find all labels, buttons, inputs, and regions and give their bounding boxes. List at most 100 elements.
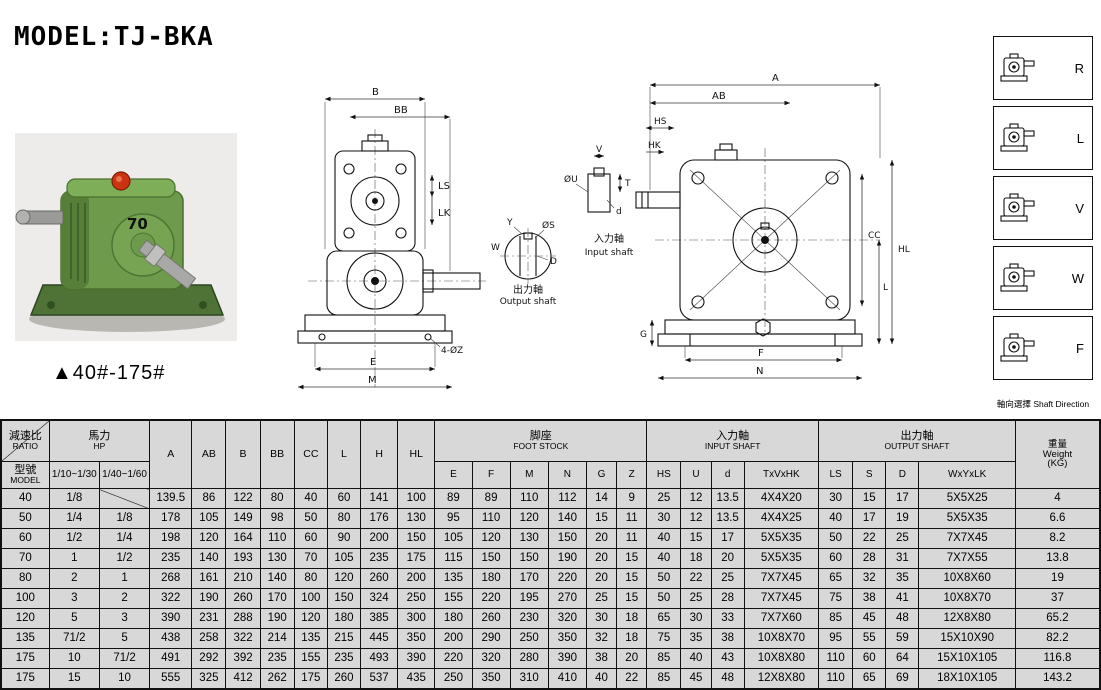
table-cell: 190 — [547, 548, 587, 569]
gearbox-icon — [1000, 193, 1035, 222]
dim-label-l: L — [883, 283, 888, 293]
table-cell: 445 — [360, 628, 399, 649]
dim-label-hl: HL — [898, 245, 910, 255]
table-cell: 231 — [191, 608, 227, 629]
table-cell: 200 — [360, 528, 399, 549]
table-cell: 110 — [818, 648, 854, 669]
col-header-b: B — [225, 419, 261, 489]
table-cell: 260 — [225, 588, 261, 609]
shaft-direction-label: F — [1076, 340, 1084, 356]
table-cell: 150 — [326, 588, 362, 609]
product-photo: 70 — [15, 133, 237, 341]
table-cell: 100 — [397, 488, 436, 509]
table-cell: 5X5X35 — [743, 548, 820, 569]
table-cell: 215 — [326, 628, 362, 649]
table-cell: 15X10X105 — [918, 648, 1016, 669]
shaft-direction-option-f: F — [993, 316, 1093, 380]
table-cell: 20 — [616, 648, 648, 669]
input-shaft-detail: V T ØU d 入力軸 Input shaft — [564, 145, 634, 258]
table-cell: 30 — [680, 608, 712, 629]
dim-label-ls: LS — [438, 181, 450, 192]
table-cell: 200 — [434, 628, 473, 649]
table-cell: 64 — [885, 648, 920, 669]
table-cell: 95 — [818, 628, 854, 649]
table-cell: 250 — [509, 628, 549, 649]
table-cell: 13.5 — [710, 508, 745, 529]
table-cell: 412 — [225, 668, 261, 690]
table-cell: 175 — [0, 648, 50, 669]
table-cell: 175 — [397, 548, 436, 569]
col-header-n: N — [547, 461, 587, 489]
table-cell: 30 — [646, 508, 682, 529]
table-cell: 149 — [225, 508, 261, 529]
col-header-u: U — [680, 461, 712, 489]
table-cell: 195 — [509, 588, 549, 609]
table-cell: 258 — [191, 628, 227, 649]
photo-caption: ▲40#-175# — [52, 362, 166, 384]
table-cell: 60 — [293, 528, 328, 549]
table-cell: 15 — [616, 568, 648, 589]
table-cell: 30 — [818, 488, 854, 509]
model-header: 型號 MODEL — [0, 461, 50, 489]
table-cell: 110 — [259, 528, 295, 549]
table-cell: 30 — [585, 608, 618, 629]
table-cell: 45 — [852, 608, 887, 629]
table-cell: 100 — [0, 588, 50, 609]
foot-stock-header: 脚座 FOOT STOCK — [434, 419, 648, 462]
table-cell: 175 — [293, 668, 328, 690]
table-cell: 120 — [471, 528, 511, 549]
table-cell: 135 — [434, 568, 473, 589]
table-cell: 190 — [191, 588, 227, 609]
dim-label-bb: BB — [394, 105, 408, 116]
dim-label-lk: LK — [438, 208, 451, 219]
table-cell: 12 — [680, 508, 712, 529]
table-cell: 15 — [680, 528, 712, 549]
table-cell: 161 — [191, 568, 227, 589]
table-cell: 11 — [616, 528, 648, 549]
col-header-s: S — [852, 461, 887, 489]
dim-label-dd: d — [616, 207, 622, 217]
table-cell: 3 — [48, 588, 100, 609]
table-cell: 7X7X45 — [743, 588, 820, 609]
table-cell: 120 — [326, 568, 362, 589]
table-cell: 150 — [397, 528, 436, 549]
table-cell: 65.2 — [1014, 608, 1101, 629]
table-cell: 65 — [818, 568, 854, 589]
table-cell: 7X7X60 — [743, 608, 820, 629]
hp-col-1: 1/10~1/30 — [48, 461, 100, 489]
table-cell: 493 — [360, 648, 399, 669]
table-cell: 555 — [149, 668, 193, 690]
table-cell: 141 — [360, 488, 399, 509]
table-cell: 235 — [149, 548, 193, 569]
table-cell: 69 — [885, 668, 920, 690]
table-cell: 31 — [885, 548, 920, 569]
table-cell: 200 — [397, 568, 436, 589]
table-cell: 230 — [509, 608, 549, 629]
col-header-hs: HS — [646, 461, 682, 489]
table-cell: 17 — [885, 488, 920, 509]
table-cell: 15 — [585, 508, 618, 529]
side-view-drawing: A AB HS HK CC HL L G F N — [635, 73, 910, 381]
output-shaft-label-en: Output shaft — [500, 297, 557, 307]
table-cell: 120 — [0, 608, 50, 629]
table-cell: 22 — [616, 668, 648, 690]
table-cell: 13.5 — [710, 488, 745, 509]
table-cell: 1 — [98, 568, 151, 589]
input-shaft-label-en: Input shaft — [585, 248, 634, 258]
table-cell: 322 — [149, 588, 193, 609]
table-cell: 491 — [149, 648, 193, 669]
hp-col-2: 1/40~1/60 — [98, 461, 151, 489]
col-header-wylk: WxYxLK — [918, 461, 1016, 489]
gearbox-icon — [1000, 53, 1035, 82]
table-cell: 20 — [585, 548, 618, 569]
dim-label-4z: 4-ØZ — [441, 345, 463, 356]
table-cell: 324 — [360, 588, 399, 609]
table-cell: 120 — [509, 508, 549, 529]
table-cell: 270 — [547, 588, 587, 609]
table-cell: 105 — [434, 528, 473, 549]
table-cell: 235 — [259, 648, 295, 669]
table-cell: 4 — [1014, 488, 1101, 509]
